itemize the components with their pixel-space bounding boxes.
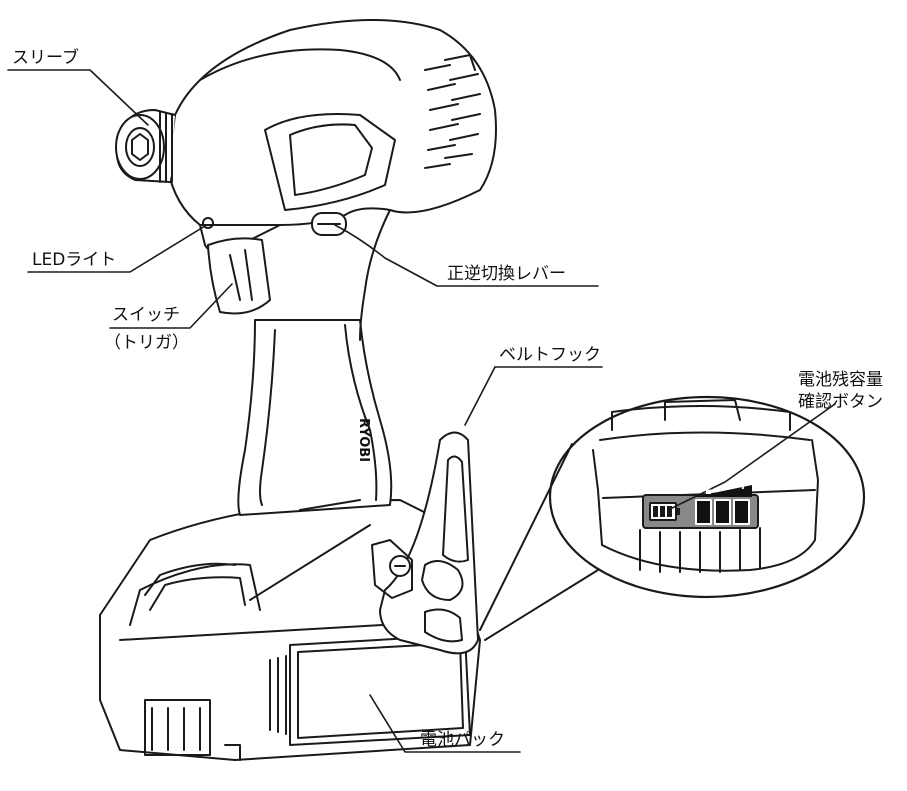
battery-pack-drawing bbox=[99, 499, 481, 761]
tool-head-drawing bbox=[115, 19, 497, 341]
switch-leader bbox=[109, 283, 233, 329]
forward-reverse-lever-label: 正逆切換レバー bbox=[447, 264, 566, 284]
battery-check-leader bbox=[667, 403, 836, 511]
led-light-leader bbox=[27, 225, 206, 273]
grip-drawing bbox=[237, 319, 393, 516]
led-light-dot bbox=[202, 217, 214, 229]
leader-lines bbox=[7, 69, 836, 753]
battery-vents bbox=[269, 655, 287, 735]
head-vents bbox=[424, 54, 481, 169]
battery-pack-label: 電池パック bbox=[420, 730, 505, 750]
battery-pack-leader bbox=[369, 694, 521, 753]
belt-hook-label: ベルトフック bbox=[499, 345, 601, 365]
trigger-label: （トリガ） bbox=[104, 333, 189, 353]
gauge-bars bbox=[695, 499, 750, 525]
sleeve-leader bbox=[7, 69, 149, 126]
gauge-full-mark: F bbox=[741, 481, 748, 492]
gauge-empty-mark: E bbox=[705, 486, 712, 497]
brand-logo: RYOBI bbox=[356, 418, 371, 462]
battery-check-button-label-line1: 電池残容量 bbox=[798, 370, 883, 390]
sleeve-label: スリーブ bbox=[12, 48, 79, 68]
battery-check-button-label-line2: 確認ボタン bbox=[798, 392, 883, 412]
forward-reverse-lever-leader bbox=[334, 224, 599, 287]
gauge-callout bbox=[479, 395, 866, 641]
switch-label: スイッチ bbox=[112, 305, 180, 325]
trigger-shape bbox=[207, 237, 271, 315]
led-light-label: LEDライト bbox=[32, 250, 117, 270]
belt-hook-drawing bbox=[371, 431, 479, 655]
